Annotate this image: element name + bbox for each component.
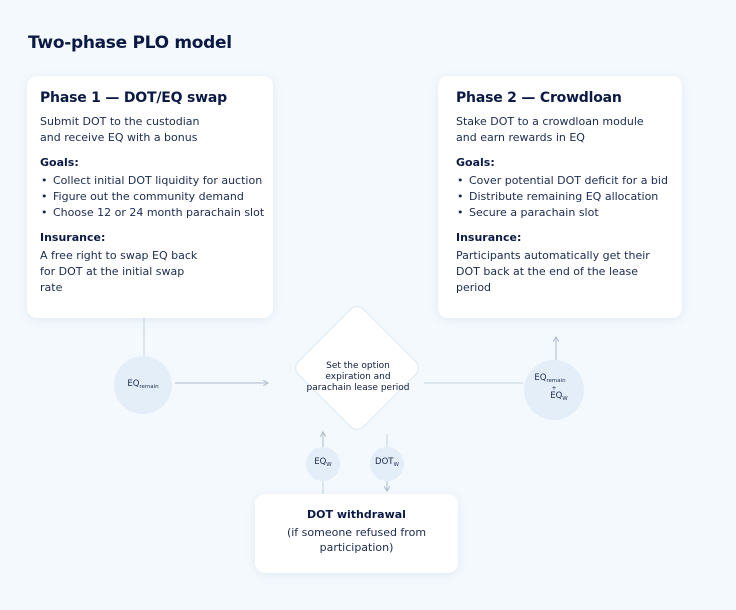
decision-text: Set the option expiration and parachain … bbox=[306, 361, 410, 393]
phase2-goals-list: Cover potential DOT deficit for a bid Di… bbox=[456, 173, 682, 221]
phase1-goals-label: Goals: bbox=[40, 156, 79, 169]
dot-w-node bbox=[370, 447, 404, 481]
phase1-goal: Figure out the community demand bbox=[40, 189, 273, 205]
phase2-intro: Stake DOT to a crowdloan module and earn… bbox=[456, 115, 644, 144]
phase1-intro: Submit DOT to the custodian and receive … bbox=[40, 115, 200, 144]
combined-label: EQremain + EQW bbox=[534, 373, 568, 403]
eq-remain-node bbox=[114, 356, 172, 414]
withdrawal-card: DOT withdrawal (if someone refused from … bbox=[255, 494, 458, 573]
phase2-card: Phase 2 — Crowdloan Stake DOT to a crowd… bbox=[438, 76, 682, 318]
phase2-goal: Cover potential DOT deficit for a bid bbox=[456, 173, 682, 189]
phase1-insurance-label: Insurance: bbox=[40, 231, 106, 244]
dot-w-label: DOTW bbox=[375, 457, 399, 468]
eq-w-node bbox=[306, 447, 340, 481]
decision-diamond bbox=[295, 306, 419, 430]
phase1-goal: Choose 12 or 24 month parachain slot bbox=[40, 205, 273, 221]
phase1-insurance: A free right to swap EQ back for DOT at … bbox=[40, 249, 198, 294]
eq-w-label: EQW bbox=[314, 457, 332, 468]
phase2-goal: Secure a parachain slot bbox=[456, 205, 682, 221]
phase1-goal: Collect initial DOT liquidity for auctio… bbox=[40, 173, 273, 189]
combined-node bbox=[524, 360, 584, 420]
phase2-goals-label: Goals: bbox=[456, 156, 495, 169]
phase2-heading: Phase 2 — Crowdloan bbox=[456, 90, 622, 106]
withdrawal-text: (if someone refused from participation) bbox=[286, 526, 427, 554]
phase1-goals-list: Collect initial DOT liquidity for auctio… bbox=[40, 173, 273, 221]
phase2-insurance: Participants automatically get their DOT… bbox=[456, 249, 650, 294]
eq-remain-label: EQremain bbox=[127, 379, 159, 390]
page-title: Two-phase PLO model bbox=[28, 33, 232, 53]
phase2-insurance-label: Insurance: bbox=[456, 231, 522, 244]
phase2-goal: Distribute remaining EQ allocation bbox=[456, 189, 682, 205]
withdrawal-heading: DOT withdrawal bbox=[307, 508, 406, 521]
phase1-card: Phase 1 — DOT/EQ swap Submit DOT to the … bbox=[27, 76, 273, 318]
phase1-heading: Phase 1 — DOT/EQ swap bbox=[40, 90, 227, 106]
